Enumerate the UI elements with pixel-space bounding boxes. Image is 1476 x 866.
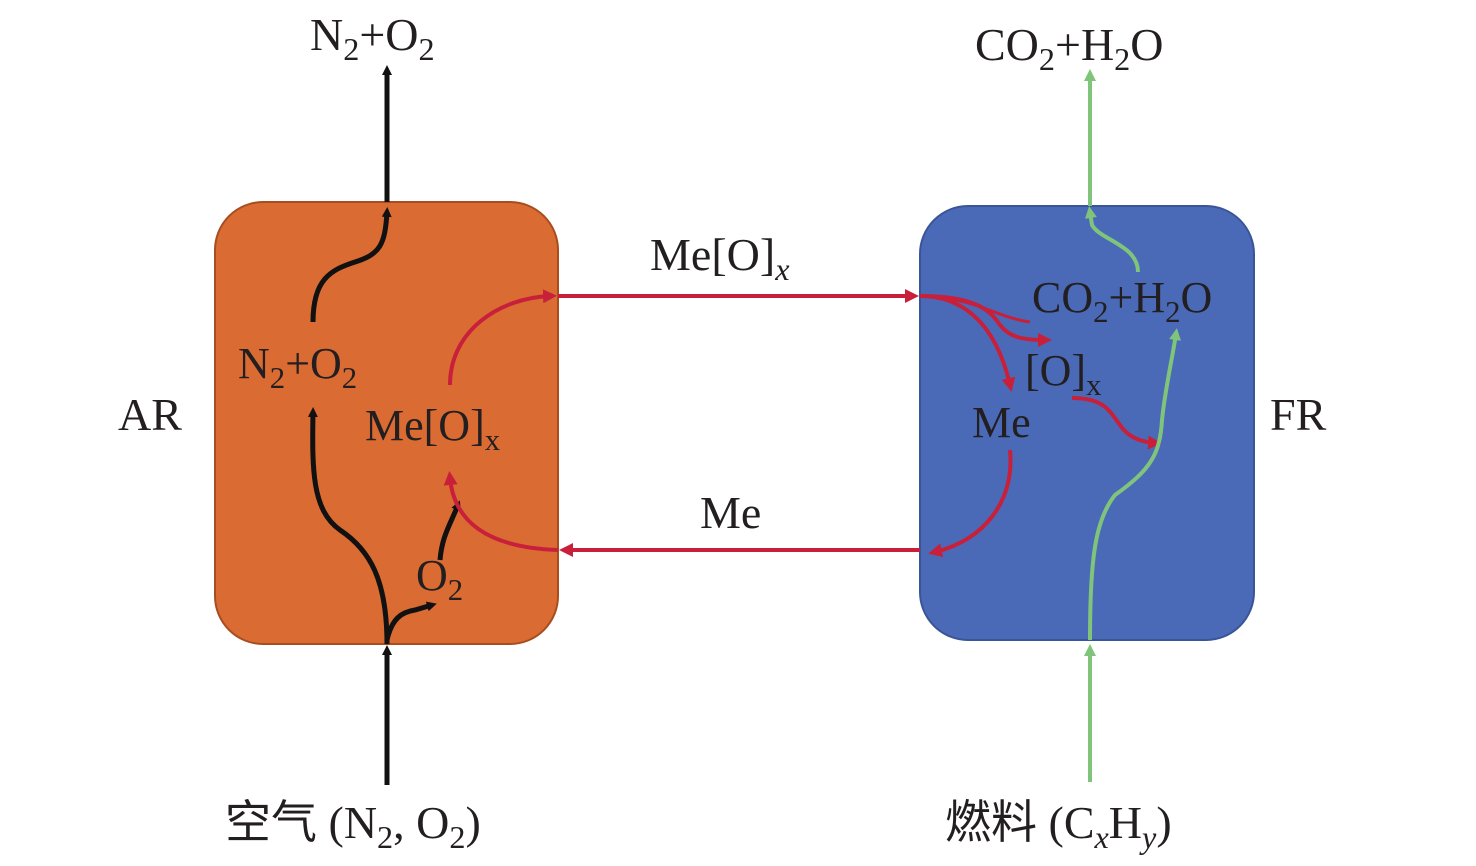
- ar-internal-o2-to-meo-arrow: [437, 500, 461, 561]
- fr-ox-label: [O]x: [1025, 346, 1102, 402]
- ar-n2o2-label: N2+O2: [238, 339, 357, 395]
- ar-meo-up-arc-arrow: [448, 289, 557, 386]
- fr-co2-up-arrow: [1084, 206, 1140, 273]
- ar-me-to-meo-arc-arrow: [443, 471, 559, 552]
- ar-internal-main-arrow: [307, 407, 390, 645]
- fr-me-down-arc-arrow: [928, 449, 1013, 558]
- oxidized-transfer-label: Me[O]x: [650, 229, 790, 287]
- air-inlet-label: 空气 (N2, O2): [225, 797, 481, 855]
- air-outlet-label: N2+O2: [310, 9, 435, 67]
- ar-o2-label: O2: [416, 551, 463, 607]
- fuel-reactor-label: FR: [1270, 389, 1327, 440]
- fuel-outlet-label: CO2+H2O: [975, 19, 1164, 77]
- fr-fuel-internal-arrow: [1088, 328, 1182, 641]
- fr-me-label: Me: [972, 398, 1031, 447]
- ar-meo-label: Me[O]x: [365, 401, 501, 457]
- air-reactor-label: AR: [118, 389, 182, 440]
- reduced-transfer-label: Me: [700, 487, 761, 538]
- ar-internal-o2-branch-arrow: [384, 601, 437, 641]
- fr-to-ox-arrow-2: [939, 296, 1031, 324]
- ar-internal-upper-arrow: [310, 207, 392, 323]
- fuel-reactor-box: [919, 205, 1255, 641]
- fr-ox-to-fuel-arrow: [1071, 396, 1162, 450]
- fuel-inlet-label: 燃料 (CxHy): [945, 797, 1172, 855]
- fr-co2h2o-label: CO2+H2O: [1032, 273, 1212, 329]
